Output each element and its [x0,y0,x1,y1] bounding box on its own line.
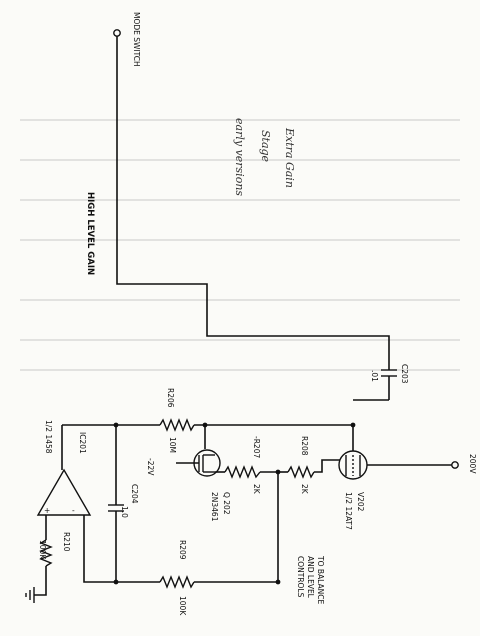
capacitor-c204: C204 1.0 [108,425,139,585]
r206-name: R206 [166,388,175,408]
r209-value: 100K [178,596,187,616]
handwritten-note: Extra Gain Stage early versions [233,118,296,196]
r210-value: 100K [38,540,47,560]
output-node [275,469,288,585]
resistor-r210: R210 100K [25,515,71,603]
note-line-1: Extra Gain [283,127,296,188]
to-balance-line-1: TO BALANCE [316,555,325,604]
r208-value: 2K [300,484,309,495]
to-balance-label: TO BALANCE AND LEVEL CONTROLS [296,555,325,604]
high-level-gain-title: HIGH LEVEL GAIN [85,192,95,275]
mode-switch-label: MODE SWITCH [132,12,141,67]
tube-v202: V202 1/2 12AT7 200V [338,425,477,530]
opamp-minus-label: - [72,506,75,515]
signal-wire-path [116,36,390,370]
resistor-r206: R206 10M [159,388,195,453]
note-line-3: early versions [233,118,246,196]
resistor-r208: R208 2K [287,436,340,495]
resistor-r209: R209 100K [159,540,278,616]
q202-type: 2N3461 [210,492,219,522]
c203-name: C203 [400,364,409,384]
ic201-name: IC201 [78,432,87,454]
to-balance-line-3: CONTROLS [296,556,305,598]
b-plus-label: 200V [468,454,477,474]
c204-name: C204 [130,484,139,504]
ghost-print-lines [20,119,460,371]
opamp-ic201: + - IC201 1/2 1458 [36,420,160,583]
note-line-2: Stage [259,130,272,163]
capacitor-c203: C203 .01 [353,364,409,401]
r207-name: -R207 [252,436,261,458]
q202-name: Q 202 [222,492,231,515]
r210-name: R210 [62,532,71,552]
c204-value: 1.0 [120,506,129,518]
r209-name: R209 [178,540,187,560]
mode-switch-terminal: MODE SWITCH [113,12,141,67]
transistor-q202: -22V Q 202 2N3461 [146,425,231,522]
r208-name: R208 [300,436,309,456]
opamp-plus-label: + [44,506,50,515]
to-balance-line-2: AND LEVEL [306,556,315,599]
r207-value: 2K [252,484,261,495]
v202-name: V202 [356,492,365,512]
resistor-r207: -R207 2K [224,436,278,495]
r206-value: 10M [168,437,177,453]
c203-value: .01 [370,370,379,382]
feedback-bus [62,422,356,428]
neg-supply-label: -22V [146,458,155,476]
v202-type: 1/2 12AT7 [344,492,353,530]
ic201-type: 1/2 1458 [44,420,53,454]
